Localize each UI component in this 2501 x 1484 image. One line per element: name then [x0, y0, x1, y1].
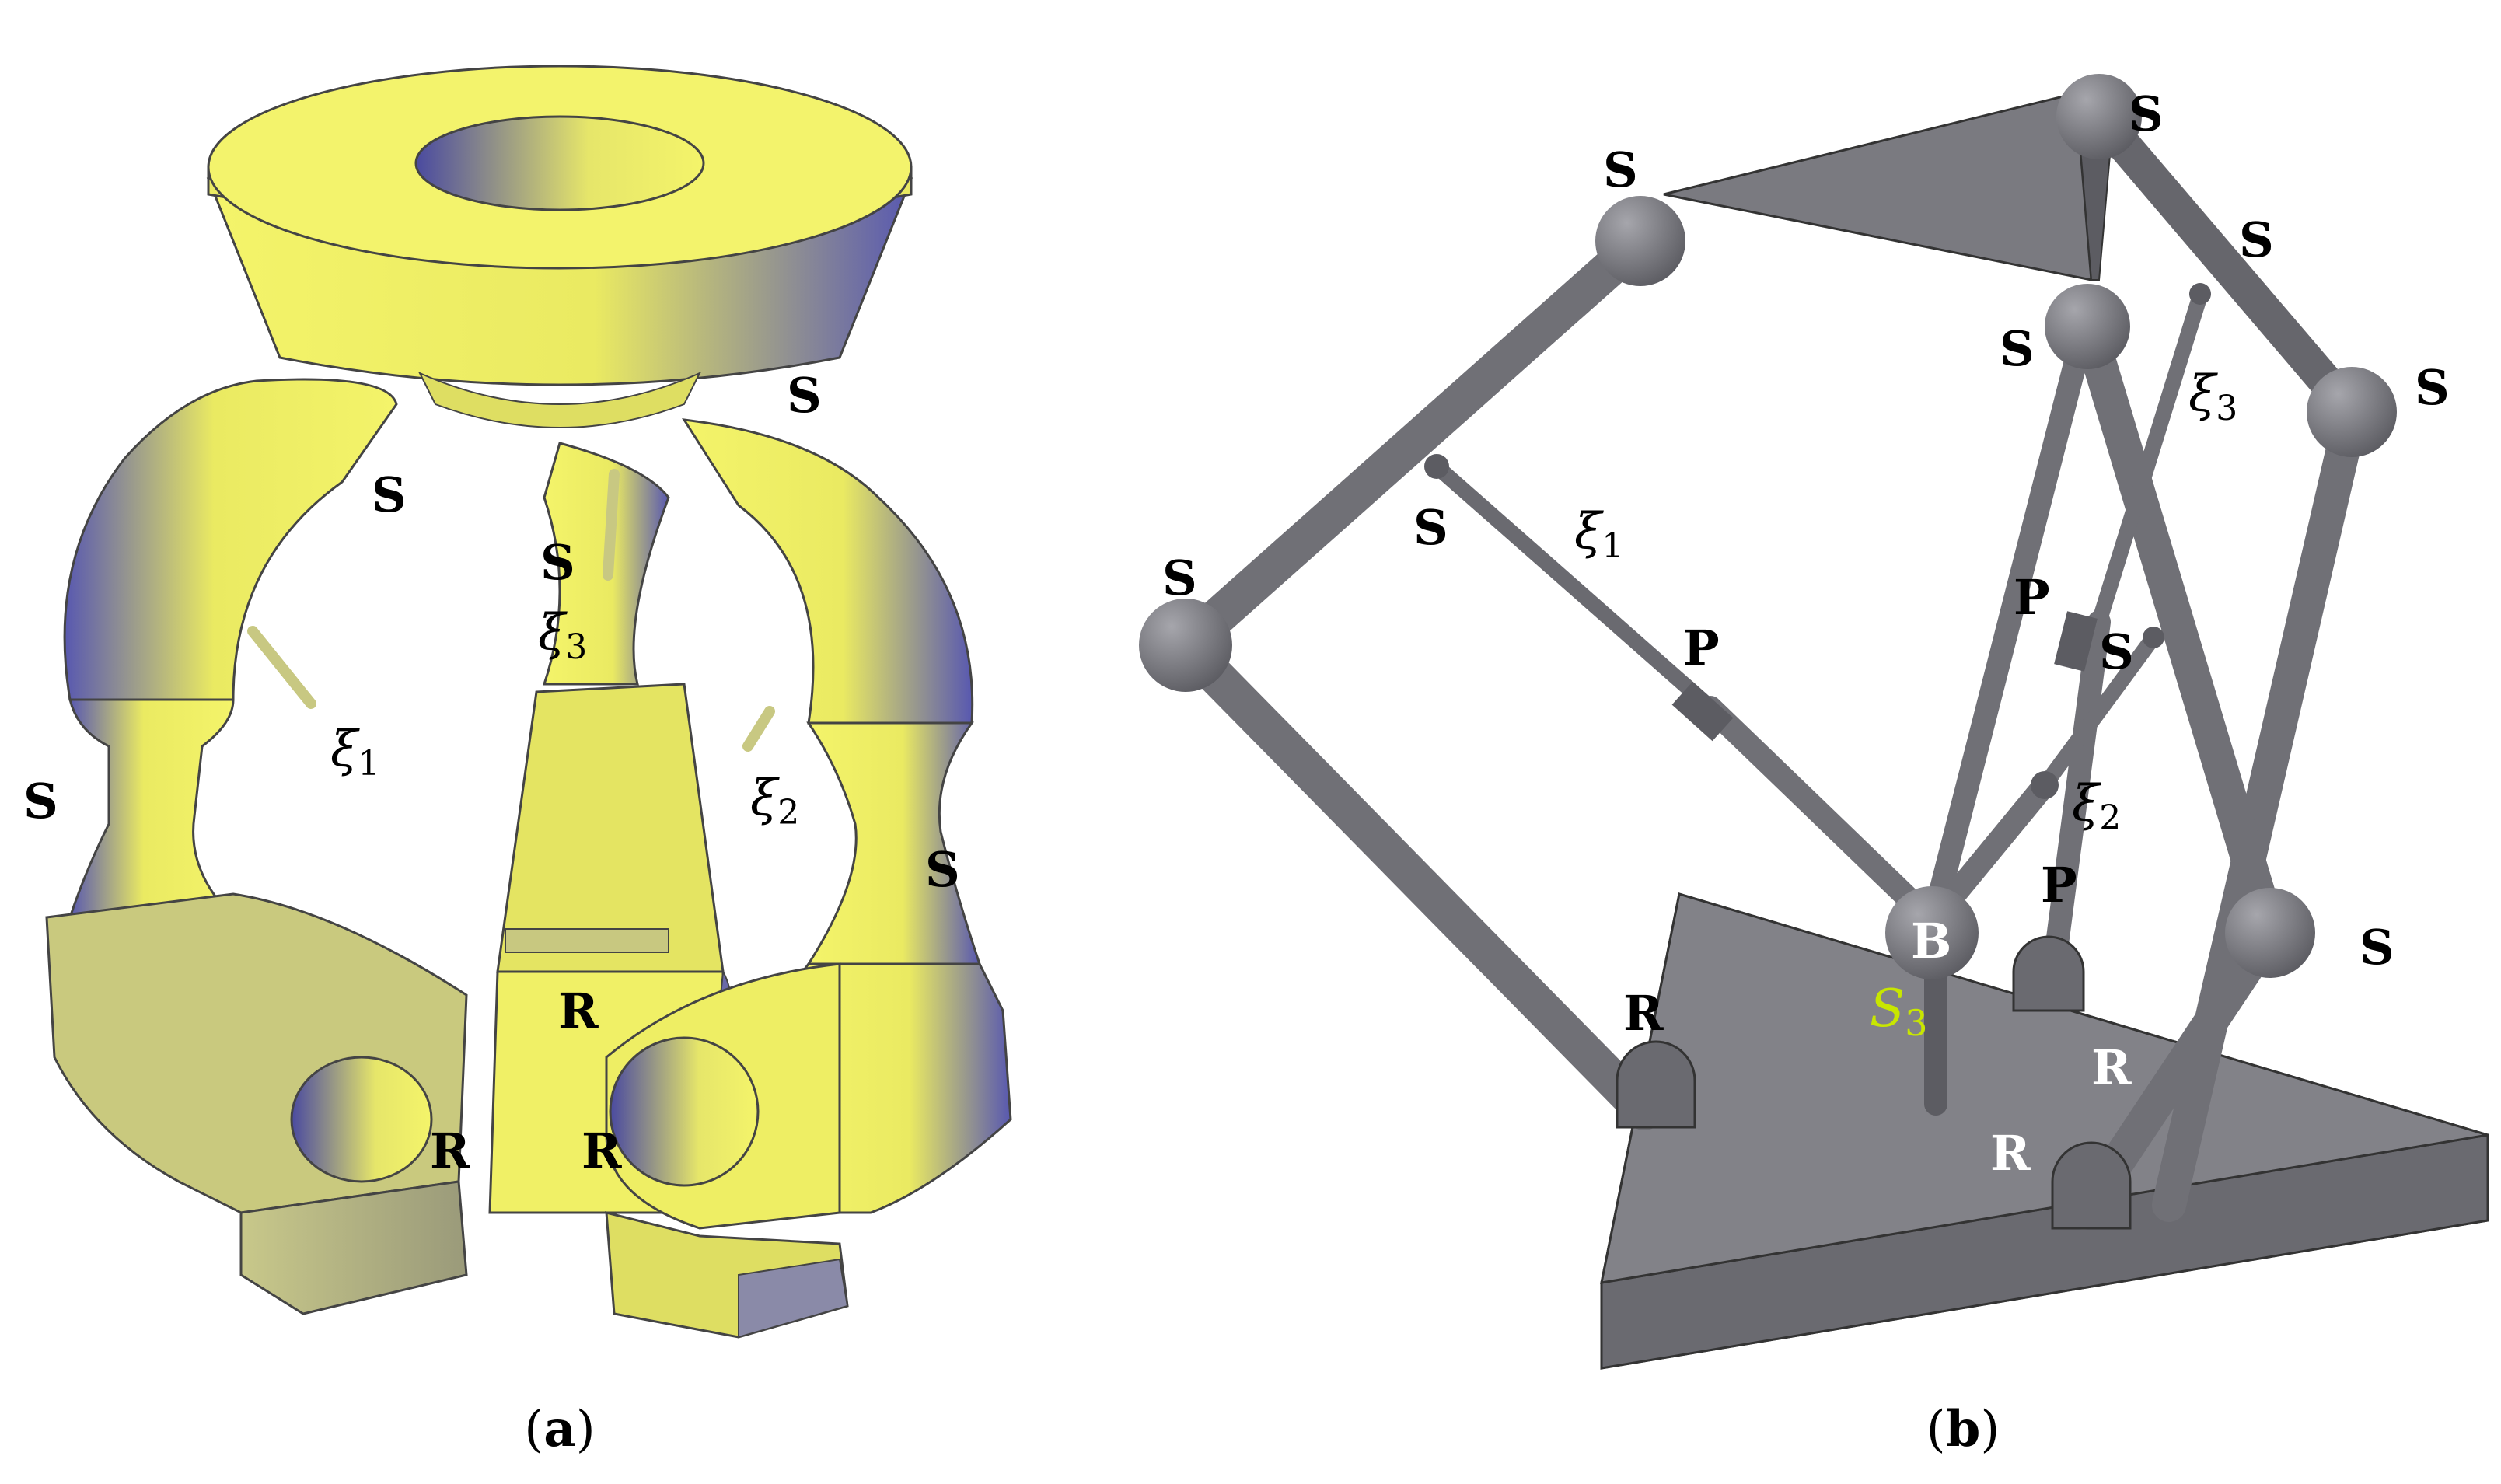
label-b-s-inner: S [1413, 499, 1448, 556]
label-b-s-right1: S [2239, 211, 2274, 268]
label-a-xi2: ξ2 [750, 770, 799, 833]
prismatic-joints-b [1424, 283, 2211, 799]
label-b-r-left: R [1623, 985, 1664, 1042]
label-b-xi2: ξ2 [2072, 775, 2121, 838]
label-a-s-left: S [23, 773, 58, 829]
spherical-joints-b [1139, 74, 2397, 979]
leg-left-a [45, 378, 468, 1315]
label-b-p1: P [1683, 620, 1720, 676]
moving-platform-a [206, 65, 913, 428]
label-a-r-left: R [430, 1123, 470, 1179]
label-b-xi3: ξ3 [2188, 365, 2237, 428]
label-b-s3: S3 [1870, 979, 1928, 1044]
moving-platform-b [1663, 92, 2116, 281]
label-b-s-mid: S [2099, 623, 2134, 680]
label-b-b: B [1911, 913, 1951, 969]
label-b-p3: P [2041, 857, 2077, 913]
label-a-s-right: S [925, 841, 960, 898]
label-a-xi1: ξ1 [330, 721, 379, 784]
label-a-r-center: R [558, 983, 599, 1039]
label-b-s-mid-top: S [2000, 320, 2035, 377]
label-b-s-top-left: S [1603, 141, 1638, 198]
revolute-joints-b [1616, 935, 2132, 1230]
label-b-p2: P [2014, 569, 2050, 626]
caption-b: (b) [1926, 1400, 2000, 1458]
caption-a: (a) [524, 1400, 595, 1458]
label-b-s-top-right: S [2129, 86, 2164, 142]
label-a-s-top-right: S [787, 367, 822, 424]
label-b-s-left: S [1162, 550, 1197, 606]
rods-b [1167, 103, 2369, 1230]
label-b-s-low-right: S [2360, 919, 2394, 976]
label-a-xi3: ξ3 [538, 604, 587, 667]
label-b-xi1: ξ1 [1574, 503, 1623, 566]
leg-right-a [605, 418, 1012, 1339]
label-b-s-right2: S [2415, 359, 2450, 416]
panel-a-drawing: S S S S S R R R ξ1 ξ2 ξ3 [23, 65, 1012, 1339]
label-a-r-right: R [582, 1123, 622, 1179]
label-b-r-right1: R [2091, 1039, 2132, 1096]
label-a-s-top-left: S [372, 466, 407, 523]
panel-b-drawing: S S S S S S S S S P P P R R R B S3 ξ1 ξ2… [1139, 74, 2489, 1370]
label-a-s-mid: S [540, 534, 575, 591]
label-b-r-right2: R [1990, 1125, 2031, 1182]
base-platform-b [1600, 892, 2489, 1370]
